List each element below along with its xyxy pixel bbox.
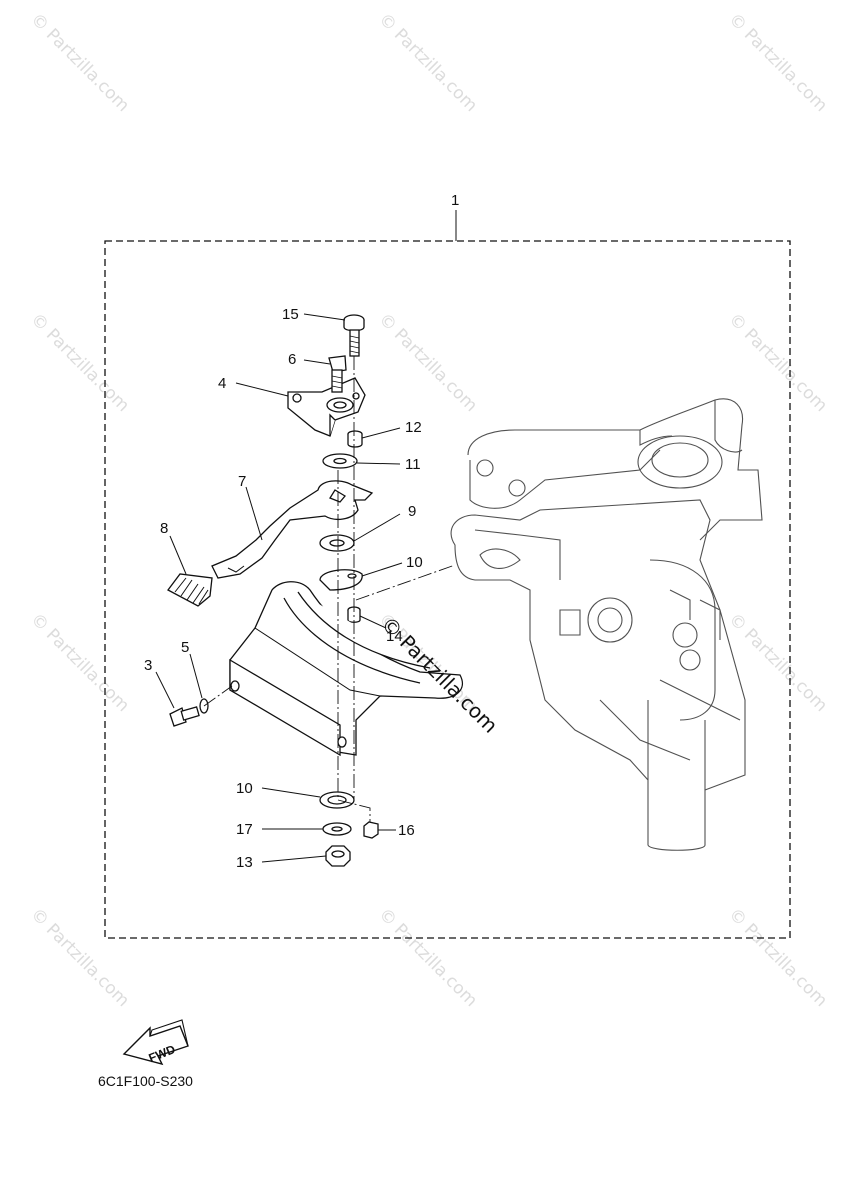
callout-14[interactable]: 14 [386, 628, 403, 645]
leader-7 [245, 486, 263, 541]
leader-10a [361, 562, 403, 577]
engine-mount-context [450, 398, 763, 851]
leader-15 [303, 313, 346, 321]
leader-3 [155, 671, 175, 709]
collar-part-12 [347, 430, 363, 448]
watermark-text: Partzilla.com [390, 25, 481, 116]
watermark-text: Partzilla.com [740, 25, 831, 116]
leader-8 [169, 535, 187, 575]
leader-12 [361, 427, 401, 439]
plate-part-10-upper [319, 569, 363, 591]
stop-bracket-casting [229, 581, 463, 757]
watermark-text: Partzilla.com [42, 325, 133, 416]
washer-part-9 [319, 534, 355, 552]
leader-13 [261, 855, 327, 863]
leader-14 [359, 615, 387, 629]
lever-part-7 [211, 480, 374, 579]
watermark-text: Partzilla.com [42, 920, 133, 1011]
callout-9[interactable]: 9 [408, 503, 416, 520]
callout-11[interactable]: 11 [405, 456, 421, 473]
bolt-part-15 [343, 314, 365, 357]
callout-17[interactable]: 17 [236, 821, 253, 838]
callout-7[interactable]: 7 [238, 473, 246, 490]
watermark-text: Partzilla.com [740, 920, 831, 1011]
leader-11 [356, 462, 401, 465]
assembly-center-lines [203, 356, 456, 822]
plate-part-10-lower [319, 791, 355, 809]
leader-5 [189, 653, 203, 699]
callout-4[interactable]: 4 [218, 375, 226, 392]
callout-8[interactable]: 8 [160, 520, 168, 537]
leader-4 [235, 382, 289, 397]
leader-6 [303, 359, 331, 365]
screw-part-6 [328, 355, 347, 393]
fwd-arrow-icon: FWD [122, 1019, 189, 1065]
washer-part-17 [322, 822, 352, 836]
stopper-bracket-part-4 [287, 377, 366, 437]
watermark-text: Partzilla.com [390, 325, 481, 416]
callout-3[interactable]: 3 [144, 657, 152, 674]
callout-15[interactable]: 15 [282, 306, 299, 323]
kit-boundary-box [104, 240, 791, 939]
watermark-layer: ©Partzilla.com ©Partzilla.com ©Partzilla… [26, 9, 831, 1011]
callout-6[interactable]: 6 [288, 351, 296, 368]
nut-part-16 [363, 821, 379, 839]
callout-1[interactable]: 1 [451, 192, 459, 209]
screw-part-3 [169, 706, 200, 727]
callout-10-lower[interactable]: 10 [236, 780, 253, 797]
callout-5[interactable]: 5 [181, 639, 189, 656]
diagram-code: 6C1F100-S230 [98, 1073, 193, 1089]
watermark-text: Partzilla.com [740, 625, 831, 716]
callout-10-upper[interactable]: 10 [406, 554, 423, 571]
nut-part-13 [325, 845, 351, 867]
callout-16[interactable]: 16 [398, 822, 415, 839]
grip-part-8 [167, 573, 213, 607]
callout-13[interactable]: 13 [236, 854, 253, 871]
leader-10b [261, 787, 321, 798]
watermark-text: Partzilla.com [740, 325, 831, 416]
leader-9 [353, 513, 401, 542]
callout-12[interactable]: 12 [405, 419, 422, 436]
watermark-text: Partzilla.com [42, 25, 133, 116]
watermark-text: Partzilla.com [42, 625, 133, 716]
washer-part-11 [322, 453, 358, 469]
watermark-text: Partzilla.com [390, 920, 481, 1011]
